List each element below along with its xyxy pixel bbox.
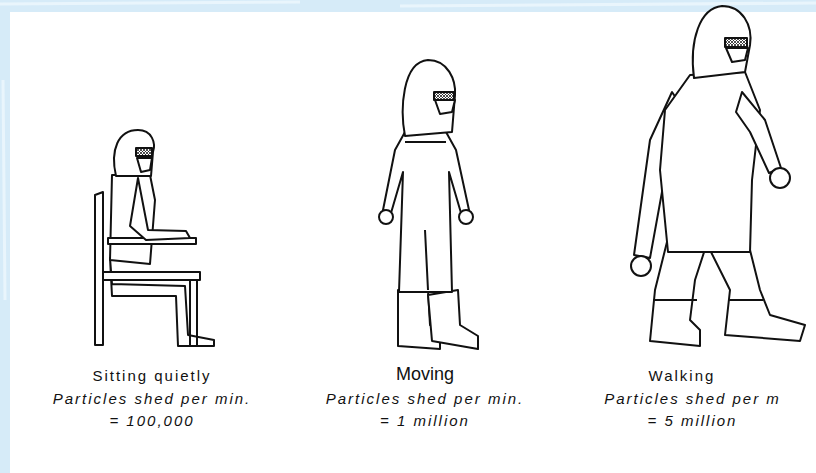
walking-figure [631,6,805,346]
glove [379,210,393,224]
activity-name: Walking [602,365,762,387]
sitting-figure [95,130,214,346]
shedding-rate: Particles shed per min. = 100,000 [47,388,257,432]
mask [726,48,748,62]
shedding-rate: Particles shed per m = 5 million [600,388,785,432]
glove [459,210,473,224]
mask [435,100,455,114]
activity-name: Moving [345,363,505,385]
arm [130,178,190,240]
goggles [136,148,152,156]
chair-back [95,192,103,345]
coverall [383,132,469,292]
boot-top [653,299,763,301]
activity-name: Sitting quietly [52,365,252,387]
shedding-rate: Particles shed per min. = 1 million [320,388,530,432]
moving-figure [379,60,478,349]
hood [693,6,751,78]
hood [403,60,455,136]
chair-seat [103,272,200,280]
hood [114,130,154,176]
arm [736,92,781,173]
goggles [434,92,454,100]
boot [428,290,478,349]
mask [137,158,152,172]
glove [770,168,790,188]
chair-legs [190,280,197,345]
goggles [725,38,747,47]
glove [631,256,651,276]
seam [405,142,446,290]
white-panel [10,12,816,473]
